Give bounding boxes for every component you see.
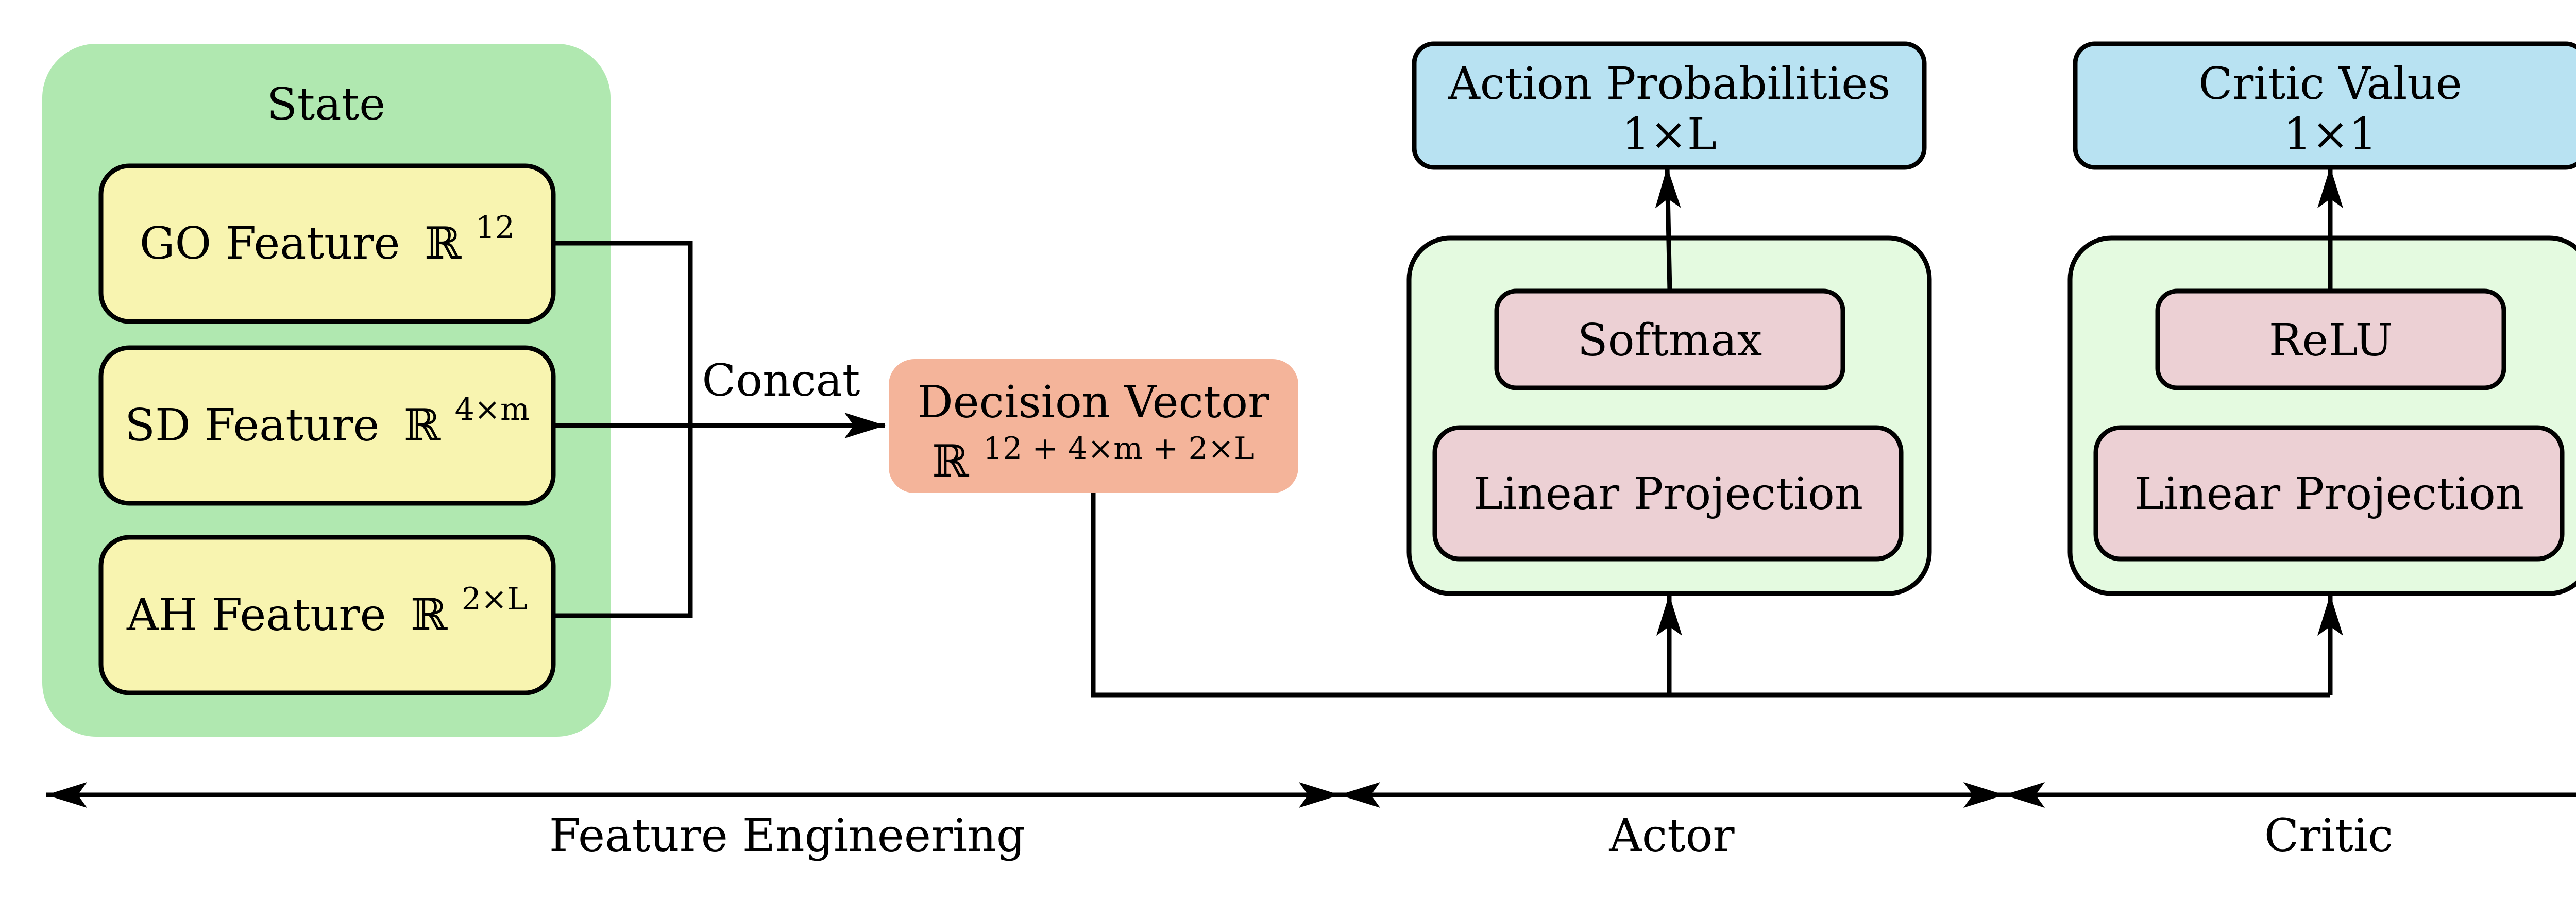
- section-label-critic: Critic: [2264, 809, 2393, 862]
- go-feature-box: GO Feature ℝ 12: [98, 163, 556, 324]
- critic-output-dim: 1×1: [2283, 109, 2377, 160]
- decision-vector-box: Decision Vector ℝ 12 + 4×m + 2×L: [889, 359, 1298, 493]
- sd-feature-box: SD Feature ℝ 4×m: [98, 345, 556, 506]
- decision-vector-dim: 12 + 4×m + 2×L: [983, 431, 1255, 467]
- section-label-actor: Actor: [1608, 809, 1735, 862]
- actor-linear-projection-label: Linear Projection: [1473, 468, 1863, 520]
- actor-output-arrow: [1655, 167, 1681, 292]
- actor-softmax-box: Softmax: [1494, 288, 1845, 390]
- ah-feature-set: ℝ: [411, 589, 448, 641]
- actor-softmax-label: Softmax: [1578, 315, 1762, 366]
- actor-output-title: Action Probabilities: [1448, 58, 1891, 110]
- critic-linear-projection-box: Linear Projection: [2093, 425, 2565, 562]
- ah-feature-box: AH Feature ℝ 2×L: [98, 535, 556, 695]
- svg-text:AH Feature ℝ 2×L: AH Feature ℝ 2×L: [126, 581, 528, 641]
- decision-vector-set: ℝ: [932, 436, 969, 487]
- svg-text:SD Feature ℝ 4×m: SD Feature ℝ 4×m: [125, 392, 530, 451]
- concat-connectors: [553, 241, 886, 618]
- ah-feature-label: AH Feature: [126, 589, 386, 641]
- go-feature-set: ℝ: [425, 218, 462, 269]
- sd-feature-set: ℝ: [404, 400, 441, 451]
- critic-linear-projection-label: Linear Projection: [2134, 468, 2524, 520]
- concat-bracket: [553, 241, 693, 618]
- decision-to-heads-connectors: [1091, 493, 2343, 698]
- sd-feature-label: SD Feature: [125, 400, 379, 451]
- critic-relu-box: ReLU: [2155, 288, 2506, 390]
- ah-feature-dim: 2×L: [462, 581, 528, 617]
- actor-linear-projection-box: Linear Projection: [1432, 425, 1904, 562]
- critic-output-box: Critic Value 1×1: [2073, 41, 2576, 170]
- svg-text:ℝ 12 + 4×m + 2×L: ℝ 12 + 4×m + 2×L: [932, 431, 1255, 487]
- svg-text:GO Feature ℝ 12: GO Feature ℝ 12: [140, 210, 515, 269]
- decision-trunk-line: [1091, 493, 2330, 698]
- decision-vector-title: Decision Vector: [918, 377, 1269, 428]
- sd-feature-dim: 4×m: [455, 392, 530, 428]
- actor-output-box: Action Probabilities 1×L: [1412, 41, 1927, 170]
- go-feature-dim: 12: [476, 210, 515, 246]
- state-title: State: [267, 79, 385, 130]
- critic-output-title: Critic Value: [2198, 58, 2462, 110]
- concat-label: Concat: [702, 355, 860, 406]
- critic-relu-label: ReLU: [2269, 315, 2393, 366]
- section-label-feature-engineering: Feature Engineering: [549, 809, 1025, 862]
- go-feature-label: GO Feature: [140, 218, 400, 269]
- actor-output-dim: 1×L: [1622, 109, 1717, 160]
